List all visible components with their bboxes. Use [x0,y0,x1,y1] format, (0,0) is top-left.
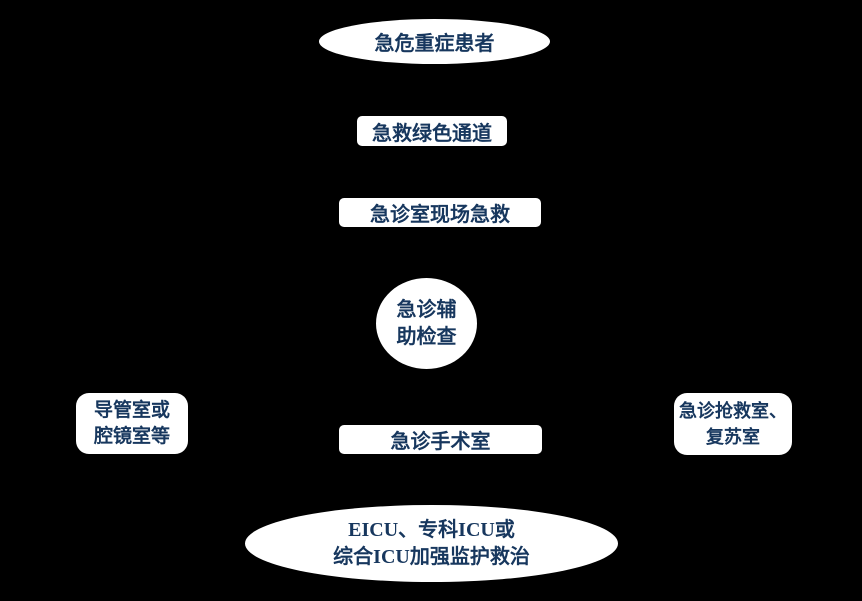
node-aux-exam-label-line2: 助检查 [396,325,457,348]
node-aux-exam-label-line1: 急诊辅 [396,298,457,321]
node-er-first-aid-label: 急诊室现场急救 [370,204,510,226]
node-critical-patients-label: 急危重症患者 [374,33,495,55]
node-icu: EICU、专科ICU或 综合ICU加强监护救治 [245,505,618,582]
node-cath-endoscopy: 导管室或 腔镜室等 [76,393,188,454]
node-green-channel: 急救绿色通道 [357,116,507,146]
node-green-channel-label: 急救绿色通道 [372,122,492,145]
node-critical-patients: 急危重症患者 [319,19,550,64]
node-rescue-resus-label-line2: 复苏室 [706,427,760,447]
node-er-operating-room: 急诊手术室 [339,425,542,454]
node-er-first-aid: 急诊室现场急救 [339,198,541,227]
node-cath-endoscopy-label-line1: 导管室或 [93,399,170,421]
node-er-operating-room-label: 急诊手术室 [390,431,491,453]
node-rescue-resus: 急诊抢救室、 复苏室 [674,393,792,455]
node-icu-label-line2: 综合ICU加强监护救治 [333,545,530,568]
node-cath-endoscopy-label-line2: 腔镜室等 [93,425,170,447]
node-aux-exam: 急诊辅 助检查 [376,278,477,369]
node-icu-label-line1: EICU、专科ICU或 [348,518,515,541]
node-rescue-resus-label-line1: 急诊抢救室、 [679,401,787,421]
